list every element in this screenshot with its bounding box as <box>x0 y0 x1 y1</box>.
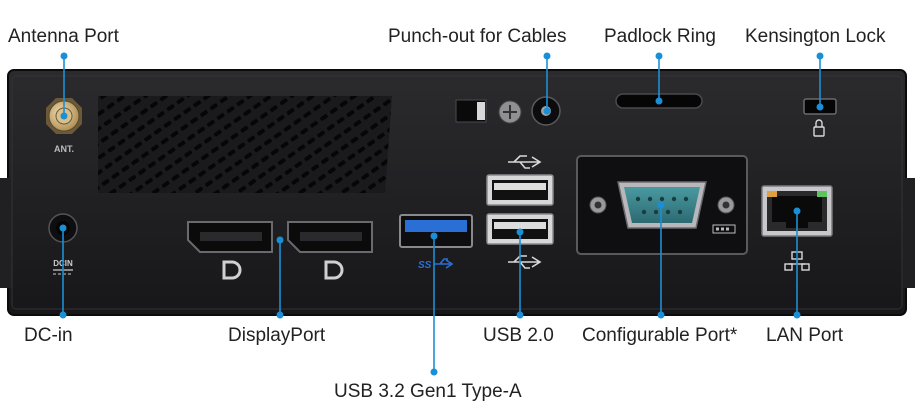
label-usb-3: USB 3.2 Gen1 Type-A <box>334 381 522 402</box>
label-displayport: DisplayPort <box>228 325 326 346</box>
svg-text:SS: SS <box>418 260 432 271</box>
screw <box>498 100 522 124</box>
usb-superspeed-icon: SS <box>418 258 454 271</box>
label-dc-in: DC-in <box>24 325 73 346</box>
usb-trident-icon <box>508 155 542 169</box>
displayport-1 <box>187 221 273 253</box>
label-lan-port: LAN Port <box>766 325 844 346</box>
ant-marking: ANT. <box>54 144 74 154</box>
label-padlock-ring: Padlock Ring <box>604 26 716 47</box>
label-usb-2: USB 2.0 <box>483 325 554 346</box>
label-configurable-port: Configurable Port* <box>582 325 738 346</box>
lock-icon <box>813 119 825 137</box>
displayport-logo-icon <box>222 260 242 280</box>
displayport-2 <box>287 221 373 253</box>
usb-3-port <box>399 214 473 248</box>
usb-trident-icon <box>508 255 542 269</box>
displayport-logo-icon <box>324 260 344 280</box>
label-kensington-lock: Kensington Lock <box>745 26 886 47</box>
label-antenna-port: Antenna Port <box>8 26 119 47</box>
label-punch-out: Punch-out for Cables <box>388 26 567 47</box>
usb-2-port-top <box>486 174 554 206</box>
leader-lines <box>59 52 824 376</box>
lan-port <box>761 185 833 237</box>
punch-out-slot <box>455 99 487 123</box>
vent-grille <box>98 96 392 193</box>
